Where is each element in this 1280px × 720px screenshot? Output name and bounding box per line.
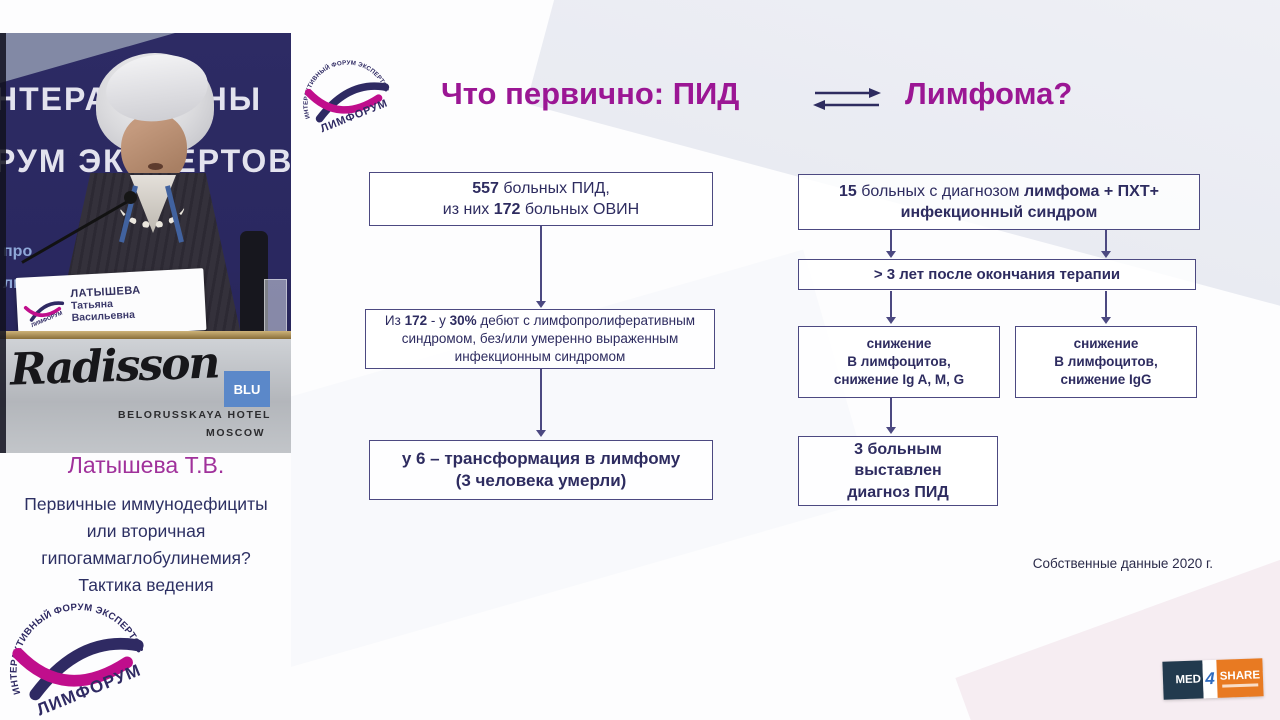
fish-swoosh-magenta xyxy=(304,88,383,114)
slide-title-left: Что первично: ПИД xyxy=(441,76,740,111)
video-left-edge xyxy=(0,33,6,453)
data-source-note: Собственные данные 2020 г. xyxy=(1032,556,1213,571)
hotel-name-line: BELORUSSKAYA HOTEL xyxy=(118,409,272,421)
hotel-city-line: MOSCOW xyxy=(206,427,266,439)
speaker-video: НТЕРАКТИВНЫ РУМ ЭКСПЕРТОВ про ли ЛИМФОРУ… xyxy=(0,33,291,453)
fish-swoosh-magenta xyxy=(23,306,62,318)
microphone-icon xyxy=(124,191,137,204)
talk-title-line: Тактика ведения xyxy=(78,575,214,595)
flow-box-decline-igg: снижение В лимфоцитов, снижение IgG xyxy=(1015,326,1197,398)
med4share-logo: MED 4 SHARE xyxy=(1162,658,1264,700)
flow-box-transformation: у 6 – трансформация в лимфому (3 человек… xyxy=(369,440,713,500)
med4share-share-text: SHARE xyxy=(1219,668,1261,683)
flow-arrow-down xyxy=(1101,230,1111,258)
nameplate-patronymic: Васильевна xyxy=(71,308,136,325)
water-bottle xyxy=(240,231,268,335)
radisson-blu-badge: BLU xyxy=(224,371,270,407)
pearl-necklace xyxy=(119,179,185,228)
speaker-nameplate: ЛИМФОРУМ ЛАТЫШЕВА Татьяна Васильевна xyxy=(15,268,207,340)
talk-title-line: гипогаммаглобулинемия? xyxy=(41,548,251,568)
flow-arrow-down xyxy=(1101,291,1111,324)
speaker-mouth xyxy=(148,163,163,170)
fish-swoosh-navy xyxy=(315,82,390,123)
flow-arrow-down xyxy=(536,226,546,308)
fish-swoosh-magenta xyxy=(12,648,133,687)
med4share-tagline xyxy=(1221,682,1259,688)
water-glass xyxy=(264,279,287,337)
lymforum-slide-logo-icon: ИНТЕРАКТИВНЫЙ ФОРУМ ЭКСПЕРТОВ ЛИМФОРУМ xyxy=(302,59,390,135)
flow-box-therapy-interval: > 3 лет после окончания терапии xyxy=(798,259,1196,290)
flow-arrow-down xyxy=(886,398,896,434)
fish-swoosh-navy xyxy=(29,637,144,701)
podium-front-panel: Radisson BLU BELORUSSKAYA HOTEL MOSCOW xyxy=(0,339,291,453)
double-arrow-icon xyxy=(813,88,881,110)
flow-box-debut-syndrome: Из 172 - у 30% дебют с лимфопролифератив… xyxy=(365,309,715,369)
podium-gold-trim xyxy=(0,331,291,339)
flow-arrow-down xyxy=(536,369,546,437)
slide-title-right: Лимфома? xyxy=(905,76,1073,111)
flow-arrow-down xyxy=(886,230,896,258)
flow-box-pid-cohort: 557 больных ПИД, из них 172 больных ОВИН xyxy=(369,172,713,226)
flow-box-pid-diagnosis: 3 больным выставлен диагноз ПИД xyxy=(798,436,998,506)
talk-title-line: Первичные иммунодефициты xyxy=(24,494,268,514)
med4share-med: MED xyxy=(1162,660,1204,700)
flow-arrow-down xyxy=(886,291,896,324)
med4share-share: SHARE xyxy=(1216,658,1264,698)
lymforum-footer-logo-icon: ИНТЕРАКТИВНЫЙ ФОРУМ ЭКСПЕРТОВ ЛИМФОРУМ xyxy=(9,602,145,719)
radisson-logo: Radisson xyxy=(9,339,220,396)
fish-swoosh-navy xyxy=(29,301,65,322)
backdrop-side-text1: про xyxy=(3,243,33,260)
flow-box-lymphoma-cohort: 15 больных с диагнозом лимфома + ПХТ+ ин… xyxy=(798,174,1200,230)
flow-box-decline-iga-m-g: снижение В лимфоцитов, снижение Ig A, M,… xyxy=(798,326,1000,398)
speaker-name-caption: Латышева Т.В. xyxy=(67,452,225,478)
talk-title-line: или вторичная xyxy=(86,521,206,541)
med4share-four: 4 xyxy=(1202,659,1218,699)
lymforum-logo-icon: ЛИМФОРУМ xyxy=(23,301,65,329)
presentation-slide: ИНТЕРАКТИВНЫЙ ФОРУМ ЭКСПЕРТОВ ЛИМФОРУМ Ч… xyxy=(291,0,1280,720)
